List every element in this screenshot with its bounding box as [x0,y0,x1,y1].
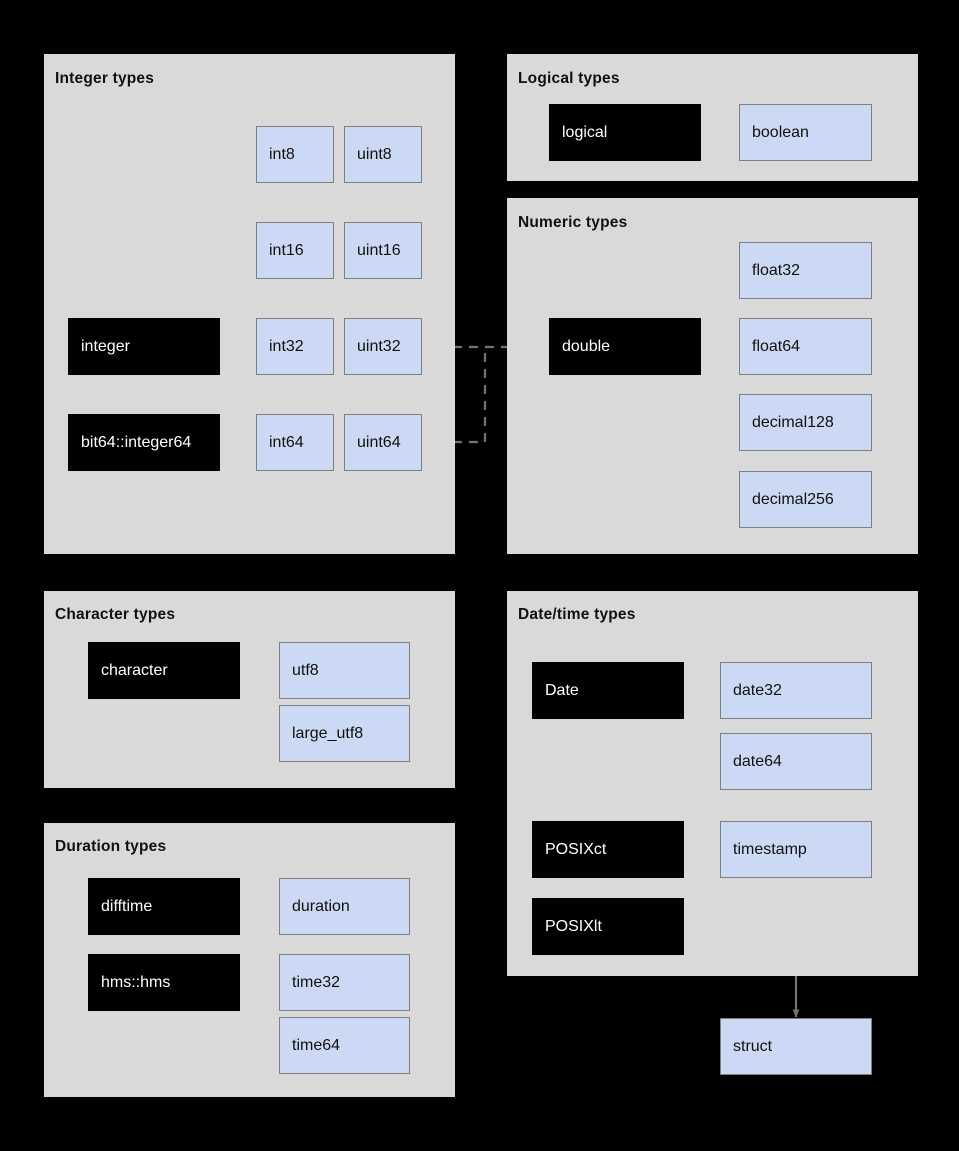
panel-title-numeric: Numeric types [518,214,628,231]
node-int8[interactable]: int8 [256,126,334,183]
node-large-utf8[interactable]: large_utf8 [279,705,410,762]
node-double[interactable]: double [549,318,701,375]
panel-title-character: Character types [55,606,176,623]
node-character[interactable]: character [88,642,240,699]
node-duration[interactable]: duration [279,878,410,935]
node-date32[interactable]: date32 [720,662,872,719]
node-uint64[interactable]: uint64 [344,414,422,471]
node-time32[interactable]: time32 [279,954,410,1011]
panel-title-integer: Integer types [55,70,155,87]
node-difftime[interactable]: difftime [88,878,240,935]
node-boolean[interactable]: boolean [739,104,872,161]
node-float64[interactable]: float64 [739,318,872,375]
node-bit64-integer64[interactable]: bit64::integer64 [68,414,220,471]
node-uint32[interactable]: uint32 [344,318,422,375]
node-utf8[interactable]: utf8 [279,642,410,699]
node-timestamp[interactable]: timestamp [720,821,872,878]
node-logical[interactable]: logical [549,104,701,161]
panel-title-logical: Logical types [518,70,620,87]
node-uint16[interactable]: uint16 [344,222,422,279]
node-uint8[interactable]: uint8 [344,126,422,183]
node-integer[interactable]: integer [68,318,220,375]
node-decimal256[interactable]: decimal256 [739,471,872,528]
node-int16[interactable]: int16 [256,222,334,279]
node-decimal128[interactable]: decimal128 [739,394,872,451]
node-struct[interactable]: struct [720,1018,872,1075]
node-date[interactable]: Date [532,662,684,719]
node-posixlt[interactable]: POSIXlt [532,898,684,955]
node-hms-hms[interactable]: hms::hms [88,954,240,1011]
node-float32[interactable]: float32 [739,242,872,299]
node-posixct[interactable]: POSIXct [532,821,684,878]
node-int32[interactable]: int32 [256,318,334,375]
panel-title-datetime: Date/time types [518,606,636,623]
panel-title-duration: Duration types [55,838,167,855]
node-date64[interactable]: date64 [720,733,872,790]
node-time64[interactable]: time64 [279,1017,410,1074]
node-int64[interactable]: int64 [256,414,334,471]
